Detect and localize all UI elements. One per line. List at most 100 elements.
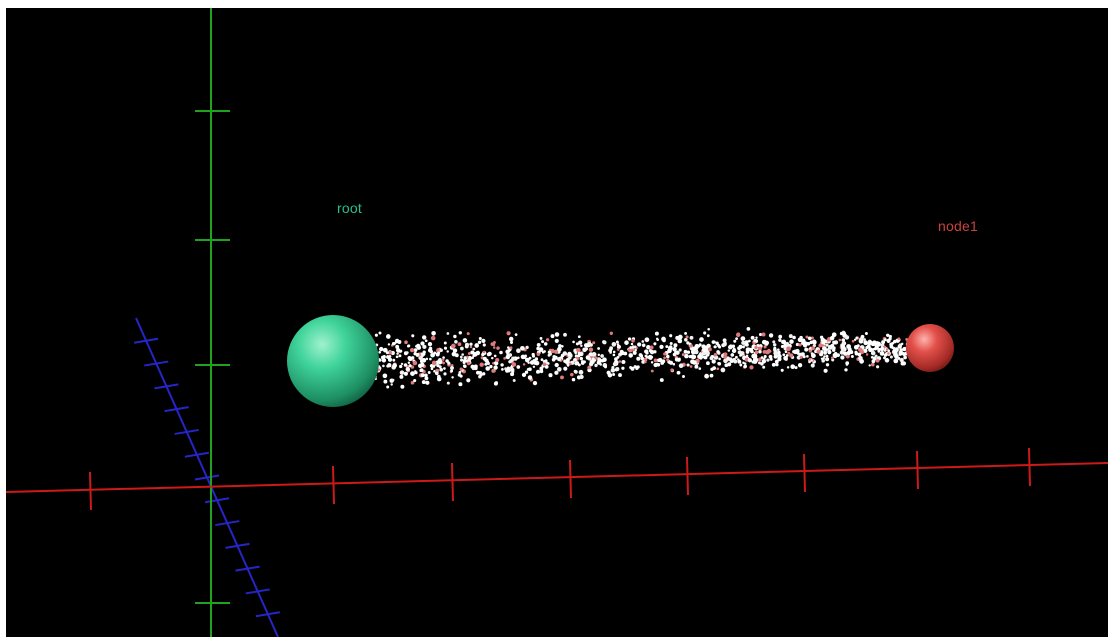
z-axis-tick (164, 406, 189, 413)
node1-sphere[interactable] (906, 324, 954, 372)
edge-particle (827, 350, 832, 355)
edge-particle (554, 371, 558, 375)
edge-particle (888, 334, 892, 339)
edge-particle (711, 340, 716, 344)
edge-particle (750, 347, 754, 351)
edge-particle (618, 360, 622, 363)
edge-particle (773, 346, 777, 350)
edge-particle (378, 358, 382, 362)
edge-particle (528, 356, 532, 360)
edge-particle (474, 343, 480, 348)
edge-particle (787, 351, 791, 355)
edge-particle (663, 352, 667, 356)
edge-particle (477, 340, 482, 345)
edge-particle (506, 368, 511, 373)
edge-particle (760, 356, 764, 359)
edge-particle (624, 340, 629, 345)
edge-particle (482, 372, 486, 376)
edge-particle (429, 357, 432, 361)
edge-particle (516, 348, 521, 354)
edge-particle (678, 363, 684, 368)
edge-particle (450, 369, 454, 373)
edge-particle (842, 330, 845, 334)
edge-particle (761, 332, 766, 337)
edge-particle (653, 342, 657, 346)
edge-particle (804, 347, 809, 352)
edge-particle (545, 338, 550, 342)
edge-particle (438, 360, 442, 365)
edge-particle (540, 358, 544, 362)
scene-canvas[interactable] (6, 8, 1108, 637)
edge-particle (572, 340, 575, 344)
edge-particle (859, 358, 864, 364)
edge-particle (711, 359, 716, 364)
edge-particle (442, 361, 445, 365)
edge-particle (718, 357, 721, 361)
edge-particle (387, 363, 392, 368)
y-axis (195, 8, 230, 637)
root-sphere[interactable] (287, 315, 379, 407)
edge-particle (611, 365, 615, 369)
edge-particle (854, 350, 858, 354)
edge-particle (689, 335, 694, 340)
edge-particle (773, 354, 778, 359)
edge-particle (859, 337, 864, 342)
edge-particle (786, 346, 791, 352)
edge-particle (549, 352, 552, 356)
edge-particle (722, 338, 727, 343)
x-axis-tick (916, 450, 919, 490)
z-axis-tick (154, 383, 179, 390)
edge-particle (705, 351, 710, 356)
edge-particle (577, 335, 581, 339)
edge-particle (526, 367, 530, 371)
edge-particle (656, 338, 659, 342)
edge-particle (888, 337, 892, 341)
edge-particle (754, 345, 758, 350)
edge-particle (765, 349, 770, 355)
edge-particle (405, 366, 411, 372)
edge-particle (499, 350, 503, 355)
z-axis-tick (194, 474, 220, 481)
edge-particle (754, 350, 759, 355)
edge-particle (437, 351, 441, 355)
edge-particle (577, 351, 581, 355)
edge-particle (443, 367, 446, 370)
edge-particle (761, 339, 767, 345)
edge-particle (780, 344, 785, 349)
edge-particle (832, 340, 836, 345)
edge-particle (734, 355, 738, 359)
edge-particle (629, 346, 633, 349)
edge-particle (532, 365, 536, 368)
edge-particle (678, 348, 682, 352)
edge-particle (825, 348, 828, 352)
edge-particle (374, 333, 378, 337)
edge-particle (829, 335, 835, 341)
edge-particle (806, 342, 811, 346)
edge-particle (633, 345, 637, 349)
edge-particle (772, 340, 776, 344)
edge-particle (887, 349, 891, 352)
edge-particle (659, 378, 664, 383)
edge-particle (659, 344, 664, 350)
edge-particle (419, 359, 424, 363)
edge-particle (611, 341, 617, 347)
edge-particle (636, 356, 641, 361)
edge-particle (400, 384, 405, 389)
edge-particle (514, 333, 518, 336)
edge-particle (507, 346, 510, 349)
edge-particle (727, 362, 732, 367)
edge-particle (897, 337, 901, 341)
3d-viewport[interactable]: root node1 (6, 8, 1108, 637)
edge-particle (450, 365, 454, 370)
edge-particle (510, 372, 515, 377)
edge-particle (722, 342, 727, 347)
edge-particle (554, 349, 559, 354)
edge-particle (407, 361, 411, 364)
edge-particle (388, 354, 392, 358)
edge-particle (382, 373, 388, 379)
edge-particle (674, 351, 678, 355)
edge-particle (740, 336, 746, 341)
edge-particle (823, 368, 828, 373)
edge-particle (429, 363, 434, 368)
edge-particle (831, 358, 835, 362)
